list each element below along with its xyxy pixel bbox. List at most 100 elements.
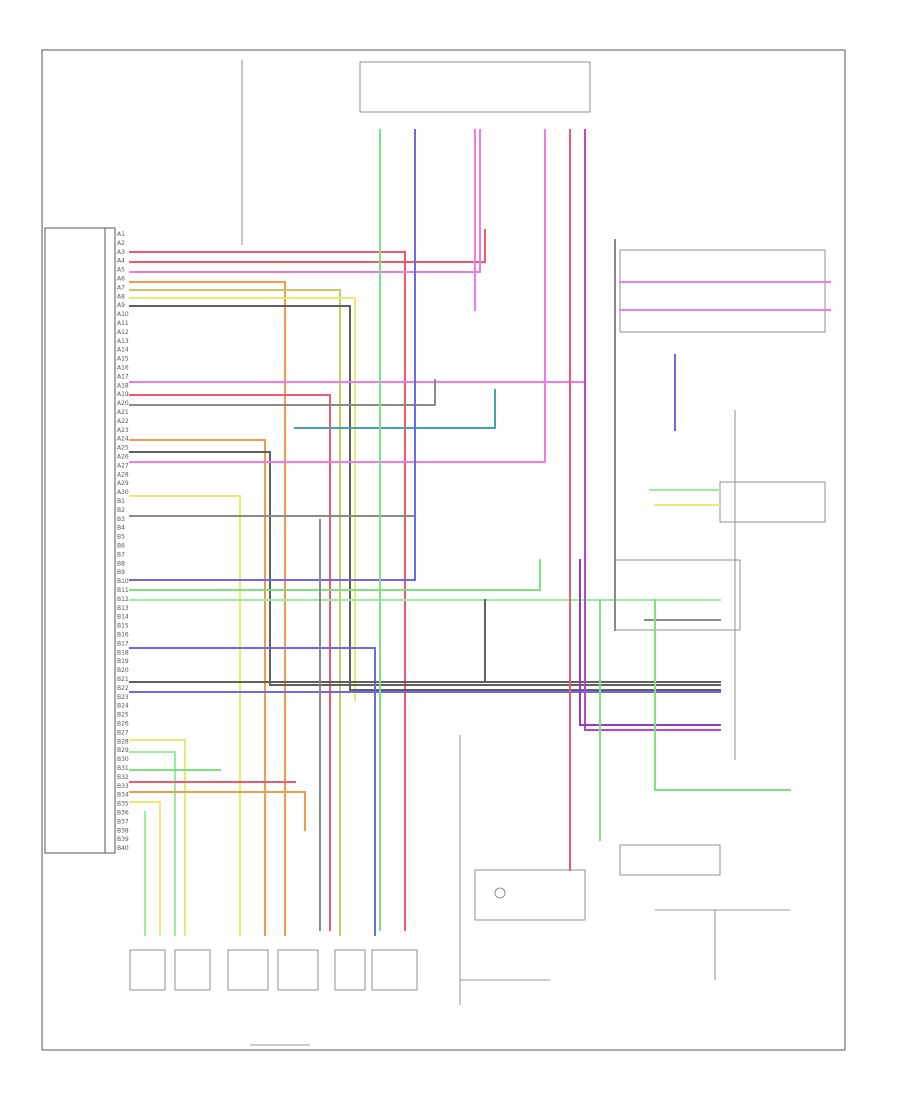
fuse-box — [359, 61, 591, 113]
wire-pink-8 — [129, 381, 586, 561]
ecm-pin-label: A28 — [117, 471, 129, 478]
wire-yellow-15 — [129, 495, 241, 936]
ecm-pin-label: A21 — [117, 409, 129, 416]
ecm-pin-label: B40 — [117, 845, 129, 852]
ecm-pin-label: B27 — [117, 729, 129, 736]
ecm-pin-label: B34 — [117, 792, 129, 799]
tcm-connector-block — [719, 481, 826, 523]
ecm-pin-label: A8 — [117, 293, 125, 300]
ecm-pin-label: B38 — [117, 827, 129, 834]
ecm-pin-label: A23 — [117, 427, 129, 434]
ecm-pin-label: A2 — [117, 240, 125, 247]
ecm-pin-label: A14 — [117, 347, 129, 354]
wire-pink-3 — [129, 129, 481, 273]
wire-yellow-23 — [129, 739, 186, 936]
ecm-pin-label: A9 — [117, 302, 125, 309]
ecm-module — [44, 227, 106, 854]
ecm-pin-label: B6 — [117, 543, 125, 550]
ecm-pin-label: A30 — [117, 489, 129, 496]
ecm-pin-label: A7 — [117, 284, 125, 291]
ecm-pin-label: B10 — [117, 578, 129, 585]
ecm-pin-label: B17 — [117, 640, 129, 647]
ecm-pin-label: B7 — [117, 551, 125, 558]
ecm-pin-label: B28 — [117, 738, 129, 745]
wire-olive-5 — [129, 289, 341, 936]
ecm-pin-label: A26 — [117, 454, 129, 461]
ecm-pin-label: B13 — [117, 605, 129, 612]
ecm-pin-label: A12 — [117, 329, 129, 336]
wire-dark-7 — [129, 305, 721, 691]
wire-green-18 — [129, 559, 541, 591]
wire-pink-14 — [129, 129, 546, 463]
wire-blue-20 — [129, 647, 376, 936]
ecm-pin-label: B5 — [117, 534, 125, 541]
component-2 — [174, 949, 211, 991]
ecm-pin-label: B14 — [117, 614, 129, 621]
wire-dark-13 — [129, 451, 721, 686]
ecm-pin-label: A27 — [117, 462, 129, 469]
wire-yellow-6 — [129, 297, 356, 701]
wire-orange-12 — [129, 439, 266, 936]
diagram-frame — [41, 49, 846, 1051]
ecm-pin-label: A3 — [117, 249, 125, 256]
ecm-pin-label: B1 — [117, 498, 125, 505]
wire-red-2 — [129, 229, 486, 263]
ecm-pin-label: A15 — [117, 356, 129, 363]
ecm-pin-label: B11 — [117, 587, 129, 594]
ecm-pin-label: B16 — [117, 632, 129, 639]
ecm-pin-label: B20 — [117, 667, 129, 674]
ecm-pin-label: B24 — [117, 703, 129, 710]
ecm-pin-label: B36 — [117, 810, 129, 817]
ecm-pin-label: B22 — [117, 685, 129, 692]
ecm-pin-label: B12 — [117, 596, 129, 603]
ecm-pin-label: B25 — [117, 712, 129, 719]
indicator-lamp — [494, 887, 506, 899]
ecm-pin-label: B30 — [117, 756, 129, 763]
ecm-pin-label: A17 — [117, 373, 129, 380]
component-4 — [277, 949, 319, 991]
ecm-pin-label: B19 — [117, 658, 129, 665]
ecm-pin-label: B9 — [117, 569, 125, 576]
ecm-pin-label: B26 — [117, 721, 129, 728]
wire-magenta-33 — [584, 129, 721, 731]
ecm-pin-label: B35 — [117, 801, 129, 808]
ecm-pin-label: B4 — [117, 525, 125, 532]
ecm-pin-label: B18 — [117, 649, 129, 656]
ecm-pin-label: B3 — [117, 516, 125, 523]
ecm-pin-label: B33 — [117, 783, 129, 790]
ecm-pin-label: A29 — [117, 480, 129, 487]
ecm-pin-label: B29 — [117, 747, 129, 754]
ecm-pin-label: A19 — [117, 391, 129, 398]
wire-red-1 — [129, 251, 406, 931]
component-5 — [334, 949, 366, 991]
wire-purple-34 — [579, 559, 721, 726]
ecm-pin-label: B39 — [117, 836, 129, 843]
combination-switch — [474, 869, 586, 921]
component-1 — [129, 949, 166, 991]
wire-orange-27 — [129, 791, 306, 831]
ecm-pin-label: A13 — [117, 338, 129, 345]
ecm-pin-label: A20 — [117, 400, 129, 407]
wire-green-41 — [654, 599, 791, 791]
ecm-pin-label: A24 — [117, 436, 129, 443]
ecm-pin-label: B31 — [117, 765, 129, 772]
ecm-pin-label: A22 — [117, 418, 129, 425]
ecm-pin-labels: A1A2A3A4A5A6A7A8A9A10A11A12A13A14A15A16A… — [117, 231, 129, 852]
ecm-pin-label: A5 — [117, 267, 125, 274]
wires — [129, 129, 831, 936]
wire-yellow-28 — [129, 801, 161, 936]
ecm-pin-label: A25 — [117, 445, 129, 452]
ecm-pin-label: A1 — [117, 231, 125, 238]
ecm-pin-label: A10 — [117, 311, 129, 318]
ecm-pin-label: A4 — [117, 258, 125, 265]
ecm-pin-label: A6 — [117, 276, 125, 283]
ecm-pin-label: B15 — [117, 623, 129, 630]
wire-teal-11 — [294, 389, 496, 429]
component-6 — [371, 949, 418, 991]
wire-blue-17 — [129, 129, 416, 581]
ecm-connector — [104, 227, 116, 854]
wire-red-9 — [129, 394, 331, 931]
wire-orange-4 — [129, 281, 286, 936]
wire-gray-10 — [129, 379, 436, 406]
